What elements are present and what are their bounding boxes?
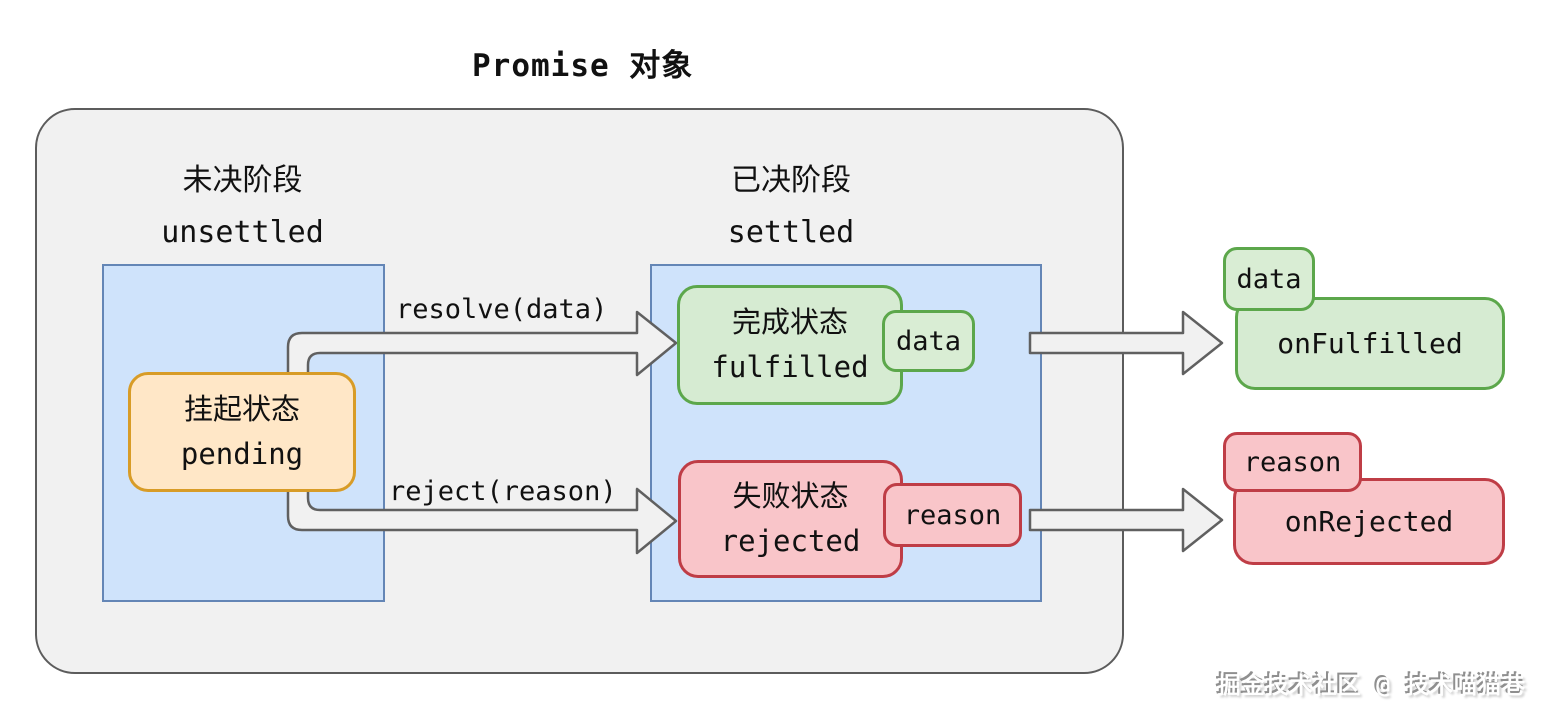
settled-phase-label-zh: 已决阶段 <box>731 163 851 198</box>
fulfilled-state-box: 完成状态 fulfilled <box>677 285 903 405</box>
watermark-text: 掘金技术社区 @ 技术喵猫巷 <box>1217 673 1526 699</box>
onfulfilled-callback-box: onFulfilled <box>1235 297 1505 390</box>
pending-state-box: 挂起状态 pending <box>128 372 356 492</box>
reject-transition-label: reject(reason) <box>389 476 617 507</box>
onfulfilled-callback-label: onFulfilled <box>1277 327 1463 360</box>
settled-phase-header: 已决阶段 settled <box>650 155 932 259</box>
unsettled-phase-label-en: unsettled <box>161 215 324 250</box>
pending-state-label-en: pending <box>180 437 304 471</box>
pending-state-label-zh: 挂起状态 <box>183 392 300 426</box>
onrejected-reason-tag: reason <box>1223 432 1362 492</box>
onrejected-callback-box: onRejected <box>1233 478 1505 565</box>
fulfilled-state-label-zh: 完成状态 <box>731 305 848 339</box>
fulfilled-state-label-en: fulfilled <box>711 350 869 384</box>
onfulfilled-data-tag: data <box>1223 247 1315 311</box>
unsettled-phase-label-zh: 未决阶段 <box>182 163 303 198</box>
fulfilled-data-tag: data <box>882 310 975 372</box>
unsettled-phase-header: 未决阶段 unsettled <box>102 155 383 259</box>
resolve-transition-label: resolve(data) <box>396 294 608 325</box>
diagram-title: Promise 对象 <box>472 48 694 84</box>
onrejected-callback-label: onRejected <box>1284 505 1454 538</box>
rejected-state-box: 失败状态 rejected <box>678 460 903 578</box>
settled-phase-label-en: settled <box>727 215 855 250</box>
rejected-state-label-zh: 失败状态 <box>732 479 849 513</box>
rejected-state-label-en: rejected <box>720 524 861 558</box>
rejected-reason-tag: reason <box>883 483 1022 547</box>
